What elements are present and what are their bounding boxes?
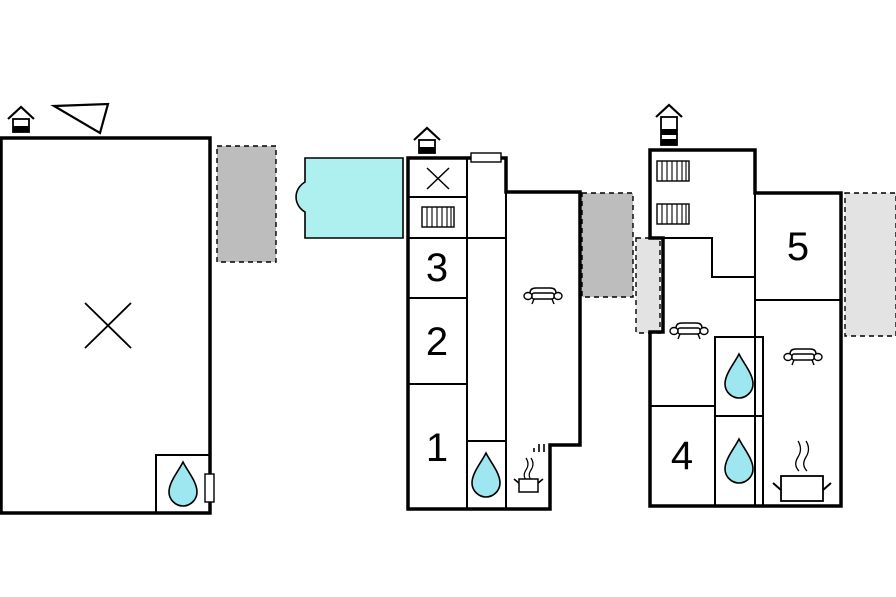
entrance-icon: [655, 103, 683, 146]
terrace-area: [844, 192, 896, 337]
entrance-icon: [412, 126, 442, 155]
building-3-outline: [648, 148, 843, 508]
water-drop-icon: [724, 353, 754, 399]
sofa-icon: [523, 287, 563, 305]
swimming-pool: [295, 157, 404, 239]
stairs-icon: [421, 206, 455, 228]
sofa-icon: [669, 322, 709, 340]
room-number-1: 1: [426, 426, 448, 470]
entrance-icon: [6, 105, 36, 134]
stairs-icon: [656, 160, 690, 182]
building-1-outline: [0, 136, 212, 515]
building-2-outline: [406, 156, 582, 511]
door-marker: [204, 473, 215, 503]
room-number-2: 2: [426, 320, 448, 364]
terrace-area: [581, 192, 634, 298]
room-number-4: 4: [671, 434, 693, 478]
building-2: 3 2 1: [406, 126, 582, 511]
terrace-area: [216, 145, 277, 263]
building-1: [0, 102, 215, 515]
cooking-pot-icon: [772, 440, 832, 502]
room-number-5: 5: [787, 225, 809, 269]
cooking-pot-icon: [513, 444, 545, 493]
building-3: 5 4: [648, 103, 843, 508]
room-number-3: 3: [426, 246, 448, 290]
water-drop-icon: [168, 461, 198, 507]
water-drop-icon: [471, 452, 501, 498]
water-drop-icon: [724, 438, 754, 484]
terrace-area: [635, 237, 661, 334]
void-cross-icon: [84, 302, 132, 349]
window-marker: [470, 152, 502, 163]
stairs-icon: [656, 203, 690, 225]
north-arrow-icon: [50, 102, 110, 135]
void-cross-icon: [426, 167, 450, 190]
sofa-icon: [783, 348, 823, 366]
